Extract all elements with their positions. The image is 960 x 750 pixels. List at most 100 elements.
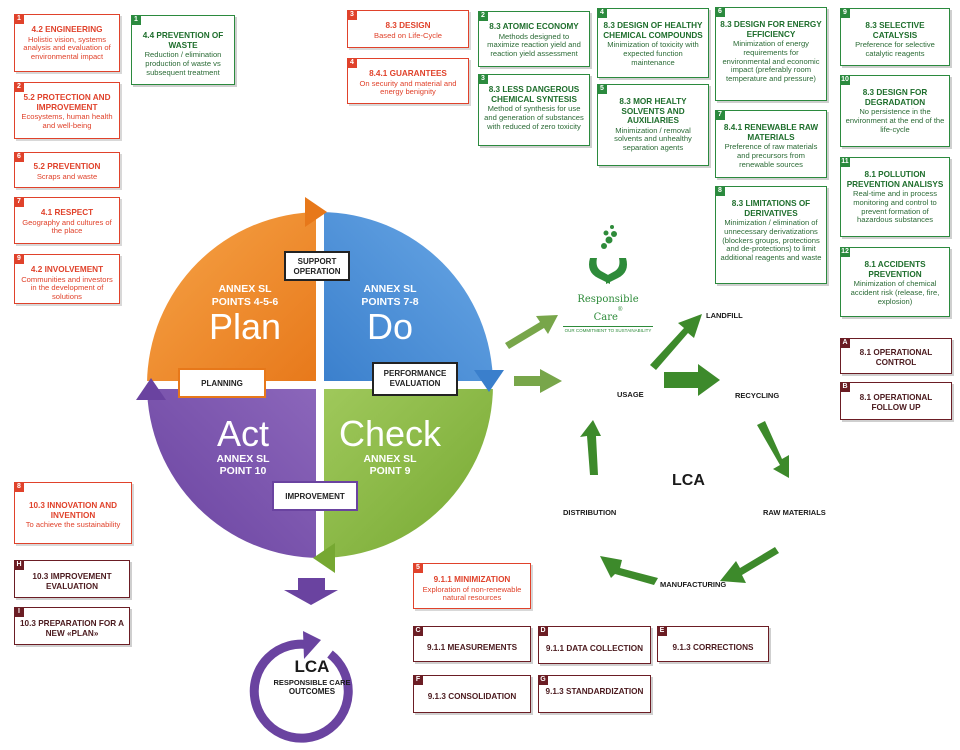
box-tag: 7 <box>715 110 725 120</box>
box-title: 5.2 PROTECTION AND IMPROVEMENT <box>23 93 111 112</box>
engineering-box: 1 4.2 ENGINEERING Holistic vision, syste… <box>14 14 120 72</box>
box-tag: 2 <box>478 11 488 21</box>
box-desc: No persistence in the environment at the… <box>845 107 945 134</box>
box-desc: Method of synthesis for use and generati… <box>484 104 584 131</box>
trademark: ® <box>617 307 623 313</box>
box-tag: 3 <box>347 10 357 20</box>
box-title: 8.1 OPERATIONAL FOLLOW UP <box>859 393 933 412</box>
arrow-to-lca <box>514 369 562 393</box>
pollution-prevention-box: 11 8.1 POLLUTION PREVENTION ANALISYS Rea… <box>840 157 950 237</box>
box-desc: Preference for selective catalytic reage… <box>855 40 935 58</box>
responsible-care-brand: Responsible Care® OUR COMMITMENT TO SUST… <box>563 289 653 333</box>
operational-follow-up-box: B 8.1 OPERATIONAL FOLLOW UP <box>840 382 952 420</box>
box-title: 10.3 INNOVATION AND INVENTION <box>28 501 118 520</box>
box-desc: On security and material and energy beni… <box>359 78 457 97</box>
box-desc: Minimization / elimination of unnecessar… <box>720 218 822 263</box>
box-title: 8.1 OPERATIONAL CONTROL <box>859 348 933 367</box>
consolidation-box: F 9.1.3 CONSOLIDATION <box>413 675 531 713</box>
act-annex: ANNEX SL <box>216 452 270 465</box>
box-tag: 6 <box>14 152 24 162</box>
renewable-raw-materials-box: 7 8.4.1 RENEWABLE RAW MATERIALS Preferen… <box>715 110 827 178</box>
check-arrow-tip <box>313 543 335 573</box>
box-title: 4.2 ENGINEERING <box>31 25 103 34</box>
box-title: 8.3 LIMITATIONS OF DERIVATIVES <box>731 199 811 218</box>
lca-center-label: LCA <box>672 472 705 489</box>
do-points: POINTS 7-8 <box>361 295 419 308</box>
outcome-ring <box>249 639 353 743</box>
box-tag: 4 <box>347 58 357 68</box>
check-quadrant <box>320 385 493 558</box>
box-desc: Holistic vision, systems analysis and ev… <box>23 34 111 62</box>
box-title: 8.3 ATOMIC ECONOMY <box>489 22 579 31</box>
healthy-solvents-box: 5 8.3 MOR HEALTY SOLVENTS AND AUXILIARIE… <box>597 84 709 166</box>
accidents-prevention-box: 12 8.1 ACCIDENTS PREVENTION Minimization… <box>840 247 950 317</box>
plan-points: POINTS 4-5-6 <box>211 295 279 308</box>
stage-usage: USAGE <box>617 390 644 399</box>
box-tag: 1 <box>131 15 141 25</box>
box-tag: 5 <box>597 84 607 94</box>
outcome-text: LCA RESPONSIBLE CARE OUTCOMES <box>262 658 362 696</box>
box-tag: D <box>538 626 548 636</box>
box-tag: 4 <box>597 8 607 18</box>
outcome-line1: RESPONSIBLE CARE <box>273 678 351 687</box>
box-title: 10.3 PREPARATION FOR A NEW «PLAN» <box>19 619 125 638</box>
box-title: 10.3 IMPROVEMENT EVALUATION <box>32 572 112 591</box>
responsible-care-logo <box>589 225 627 284</box>
box-tag: 3 <box>478 74 488 84</box>
box-title: 8.3 SELECTIVE CATALYSIS <box>865 21 925 40</box>
support-operation-label: SUPPORT OPERATION <box>284 251 350 281</box>
outcome-title: LCA <box>294 657 330 676</box>
box-tag: 5 <box>413 563 423 573</box>
limitations-derivatives-box: 8 8.3 LIMITATIONS OF DERIVATIVES Minimiz… <box>715 186 827 284</box>
data-collection-box: D 9.1.1 DATA COLLECTION <box>538 626 651 664</box>
outcome-line2: OUTCOMES <box>288 687 336 696</box>
measurements-box: C 9.1.1 MEASUREMENTS <box>413 626 531 662</box>
box-title: 9.1.1 MEASUREMENTS <box>426 643 518 652</box>
box-title: 9.1.1 DATA COLLECTION <box>545 644 644 653</box>
innovation-box: 8 10.3 INNOVATION AND INVENTION To achie… <box>14 482 132 544</box>
box-title: 8.3 LESS DANGEROUS CHEMICAL SYNTESIS <box>488 85 580 104</box>
box-tag: 11 <box>840 157 850 167</box>
box-desc: Minimization of energy requirements for … <box>722 39 820 84</box>
lca-cycle-arrows <box>580 314 789 585</box>
box-title: 9.1.3 CORRECTIONS <box>672 643 754 652</box>
corrections-box: E 9.1.3 CORRECTIONS <box>657 626 769 662</box>
box-tag: 6 <box>715 7 725 17</box>
box-tag: G <box>538 675 548 685</box>
box-tag: 8 <box>715 186 725 196</box>
energy-efficiency-box: 6 8.3 DESIGN FOR ENERGY EFFICIENCY Minim… <box>715 7 827 101</box>
healthy-compounds-box: 4 8.3 DESIGN OF HEALTHY CHEMICAL COMPOUN… <box>597 8 709 78</box>
box-title: 8.4.1 RENEWABLE RAW MATERIALS <box>723 123 819 142</box>
arrow-to-responsible-care <box>505 315 558 349</box>
respect-box: 7 4.1 RESPECT Geography and cultures of … <box>14 197 120 244</box>
box-tag: 1 <box>14 14 24 24</box>
stage-raw-materials: RAW MATERIALS <box>763 508 826 517</box>
box-desc: Methods designed to maximize reaction yi… <box>487 31 581 59</box>
box-tag: 7 <box>14 197 24 207</box>
plan-quadrant <box>147 212 320 385</box>
act-text: Act ANNEX SL POINT 10 <box>183 415 303 478</box>
act-quadrant <box>147 385 320 558</box>
box-desc: Minimization / removal solvents and unhe… <box>614 125 692 153</box>
box-tag: 10 <box>840 75 850 85</box>
act-points: POINT 10 <box>219 465 267 478</box>
box-tag: 2 <box>14 82 24 92</box>
box-title: 8.3 DESIGN FOR ENERGY EFFICIENCY <box>720 20 822 39</box>
box-desc: Based on Life-Cycle <box>374 30 442 40</box>
box-desc: Communities and investors in the develop… <box>21 274 113 302</box>
do-arrow-tip <box>474 370 504 392</box>
box-desc: Reduction / elimination production of wa… <box>144 50 222 77</box>
responsible-care-text: Responsible Care <box>577 294 639 323</box>
preparation-new-plan-box: I 10.3 PREPARATION FOR A NEW «PLAN» <box>14 607 130 645</box>
box-title: 8.3 DESIGN FOR DEGRADATION <box>862 88 928 107</box>
box-title: 8.3 MOR HEALTY SOLVENTS AND AUXILIARIES <box>619 97 687 126</box>
box-desc: Ecosystems, human health and well-being <box>21 112 113 130</box>
check-points: POINT 9 <box>369 465 411 478</box>
box-desc: To achieve the sustainability <box>25 520 121 530</box>
box-desc: Exploration of non-renewable natural res… <box>422 584 522 603</box>
box-tag: 9 <box>840 8 850 18</box>
improvement-label: IMPROVEMENT <box>272 481 358 511</box>
box-title: 4.4 PREVENTION OF WASTE <box>142 31 224 50</box>
do-quadrant <box>320 212 493 385</box>
plan-text: ANNEX SL POINTS 4-5-6 Plan <box>185 283 305 346</box>
